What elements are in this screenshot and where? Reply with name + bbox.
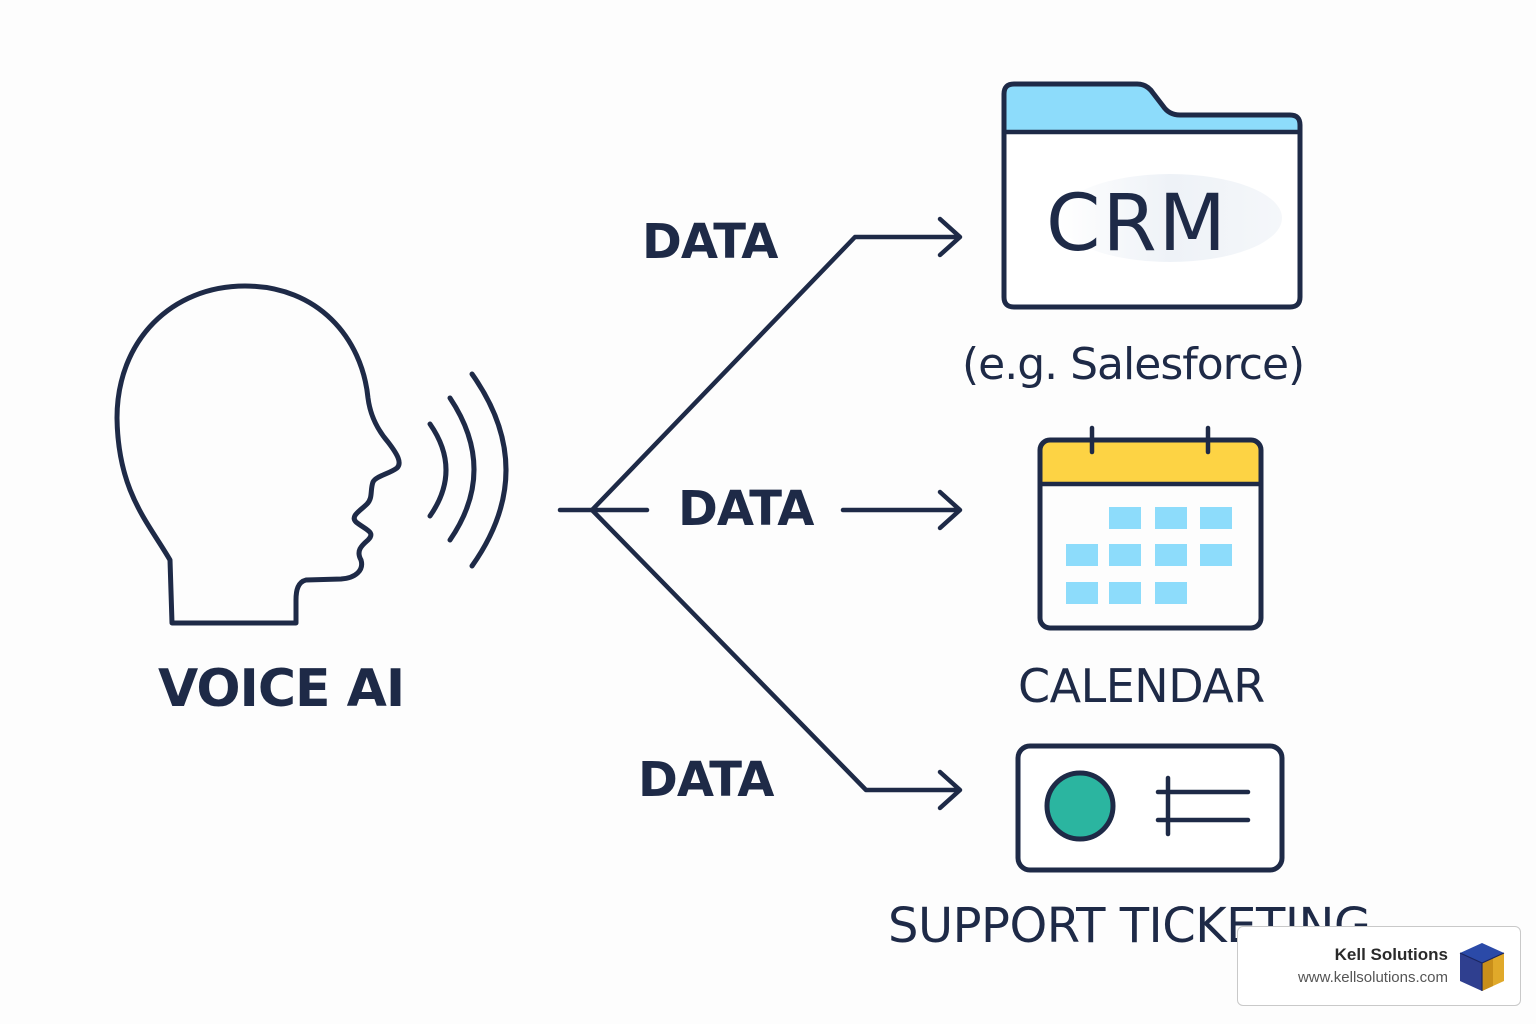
speaking-head-icon	[114, 283, 402, 626]
sound-waves-icon	[427, 371, 509, 569]
branch-bottom-line	[589, 507, 961, 793]
calendar-caption: CALENDAR	[1018, 659, 1265, 713]
watermark-badge[interactable]: Kell Solutions www.kellsolutions.com	[1237, 926, 1521, 1006]
folder-icon	[1001, 81, 1303, 310]
flow-label-bottom: DATA	[638, 752, 774, 808]
crm-caption: (e.g. Salesforce)	[962, 339, 1305, 390]
calendar-day-cells	[1066, 507, 1232, 604]
connector-lines	[557, 216, 963, 811]
calendar-icon	[1037, 425, 1264, 631]
flow-label-top: DATA	[642, 214, 778, 270]
ticket-card-icon	[1015, 743, 1285, 873]
ticket-status-dot	[1044, 770, 1116, 842]
arrowhead-middle	[937, 489, 963, 531]
crm-icon-text: CRM	[1046, 179, 1228, 269]
branch-top-line	[589, 234, 961, 513]
watermark-url: www.kellsolutions.com	[1297, 969, 1448, 986]
source-label: VOICE AI	[158, 659, 405, 719]
flow-label-middle: DATA	[678, 481, 814, 537]
watermark-name: Kell Solutions	[1334, 945, 1448, 964]
arrowhead-top	[937, 216, 963, 258]
cube-logo-icon	[1459, 943, 1505, 991]
arrowhead-bottom	[937, 769, 963, 811]
